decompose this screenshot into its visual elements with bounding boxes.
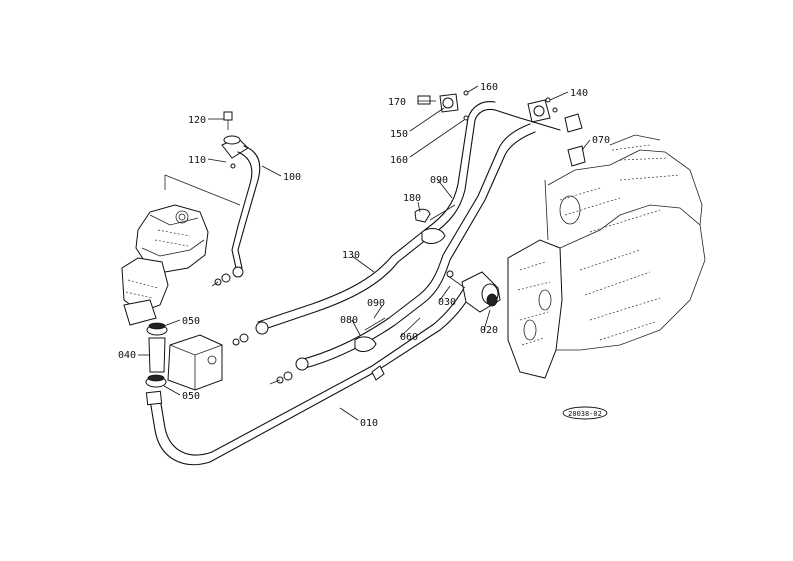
top-fittings xyxy=(417,90,586,167)
callout-150: 150 xyxy=(390,129,408,140)
pipe-060 xyxy=(269,123,536,385)
callout-010: 010 xyxy=(360,418,378,429)
callout-060: 060 xyxy=(400,332,418,343)
transmission-housing xyxy=(507,134,706,379)
callout-020: 020 xyxy=(480,325,498,336)
pipe-100 xyxy=(211,111,261,287)
hose-040-with-clamps-050 xyxy=(145,322,168,388)
return-pipe-010 xyxy=(145,287,473,466)
callout-130: 130 xyxy=(342,250,360,261)
callout-090-upper: 090 xyxy=(430,175,448,186)
callout-050-upper: 050 xyxy=(182,316,200,327)
pump-assembly xyxy=(121,174,241,326)
callout-160-top: 160 xyxy=(480,82,498,93)
callout-090-lower: 090 xyxy=(367,298,385,309)
callout-160-lower: 160 xyxy=(390,155,408,166)
fitting-020-030 xyxy=(446,270,501,313)
callout-030: 030 xyxy=(438,297,456,308)
callout-070: 070 xyxy=(592,135,610,146)
callout-050-lower: 050 xyxy=(182,391,200,402)
callout-140: 140 xyxy=(570,88,588,99)
valve-block xyxy=(167,334,223,391)
callout-120: 120 xyxy=(188,115,206,126)
drawing-code: 20038-02 xyxy=(568,410,602,418)
callout-100: 100 xyxy=(283,172,301,183)
callout-labels: 120 110 100 170 160 150 160 140 070 090 … xyxy=(118,82,610,429)
pipe-130 xyxy=(232,101,496,346)
callout-180: 180 xyxy=(403,193,421,204)
callout-040: 040 xyxy=(118,350,136,361)
leader-lines xyxy=(138,85,591,421)
callout-080: 080 xyxy=(340,315,358,326)
clamps-080-090-180 xyxy=(354,204,456,352)
drawing-code-badge: 20038-02 xyxy=(562,406,608,420)
callout-170: 170 xyxy=(388,97,406,108)
callout-110: 110 xyxy=(188,155,206,166)
